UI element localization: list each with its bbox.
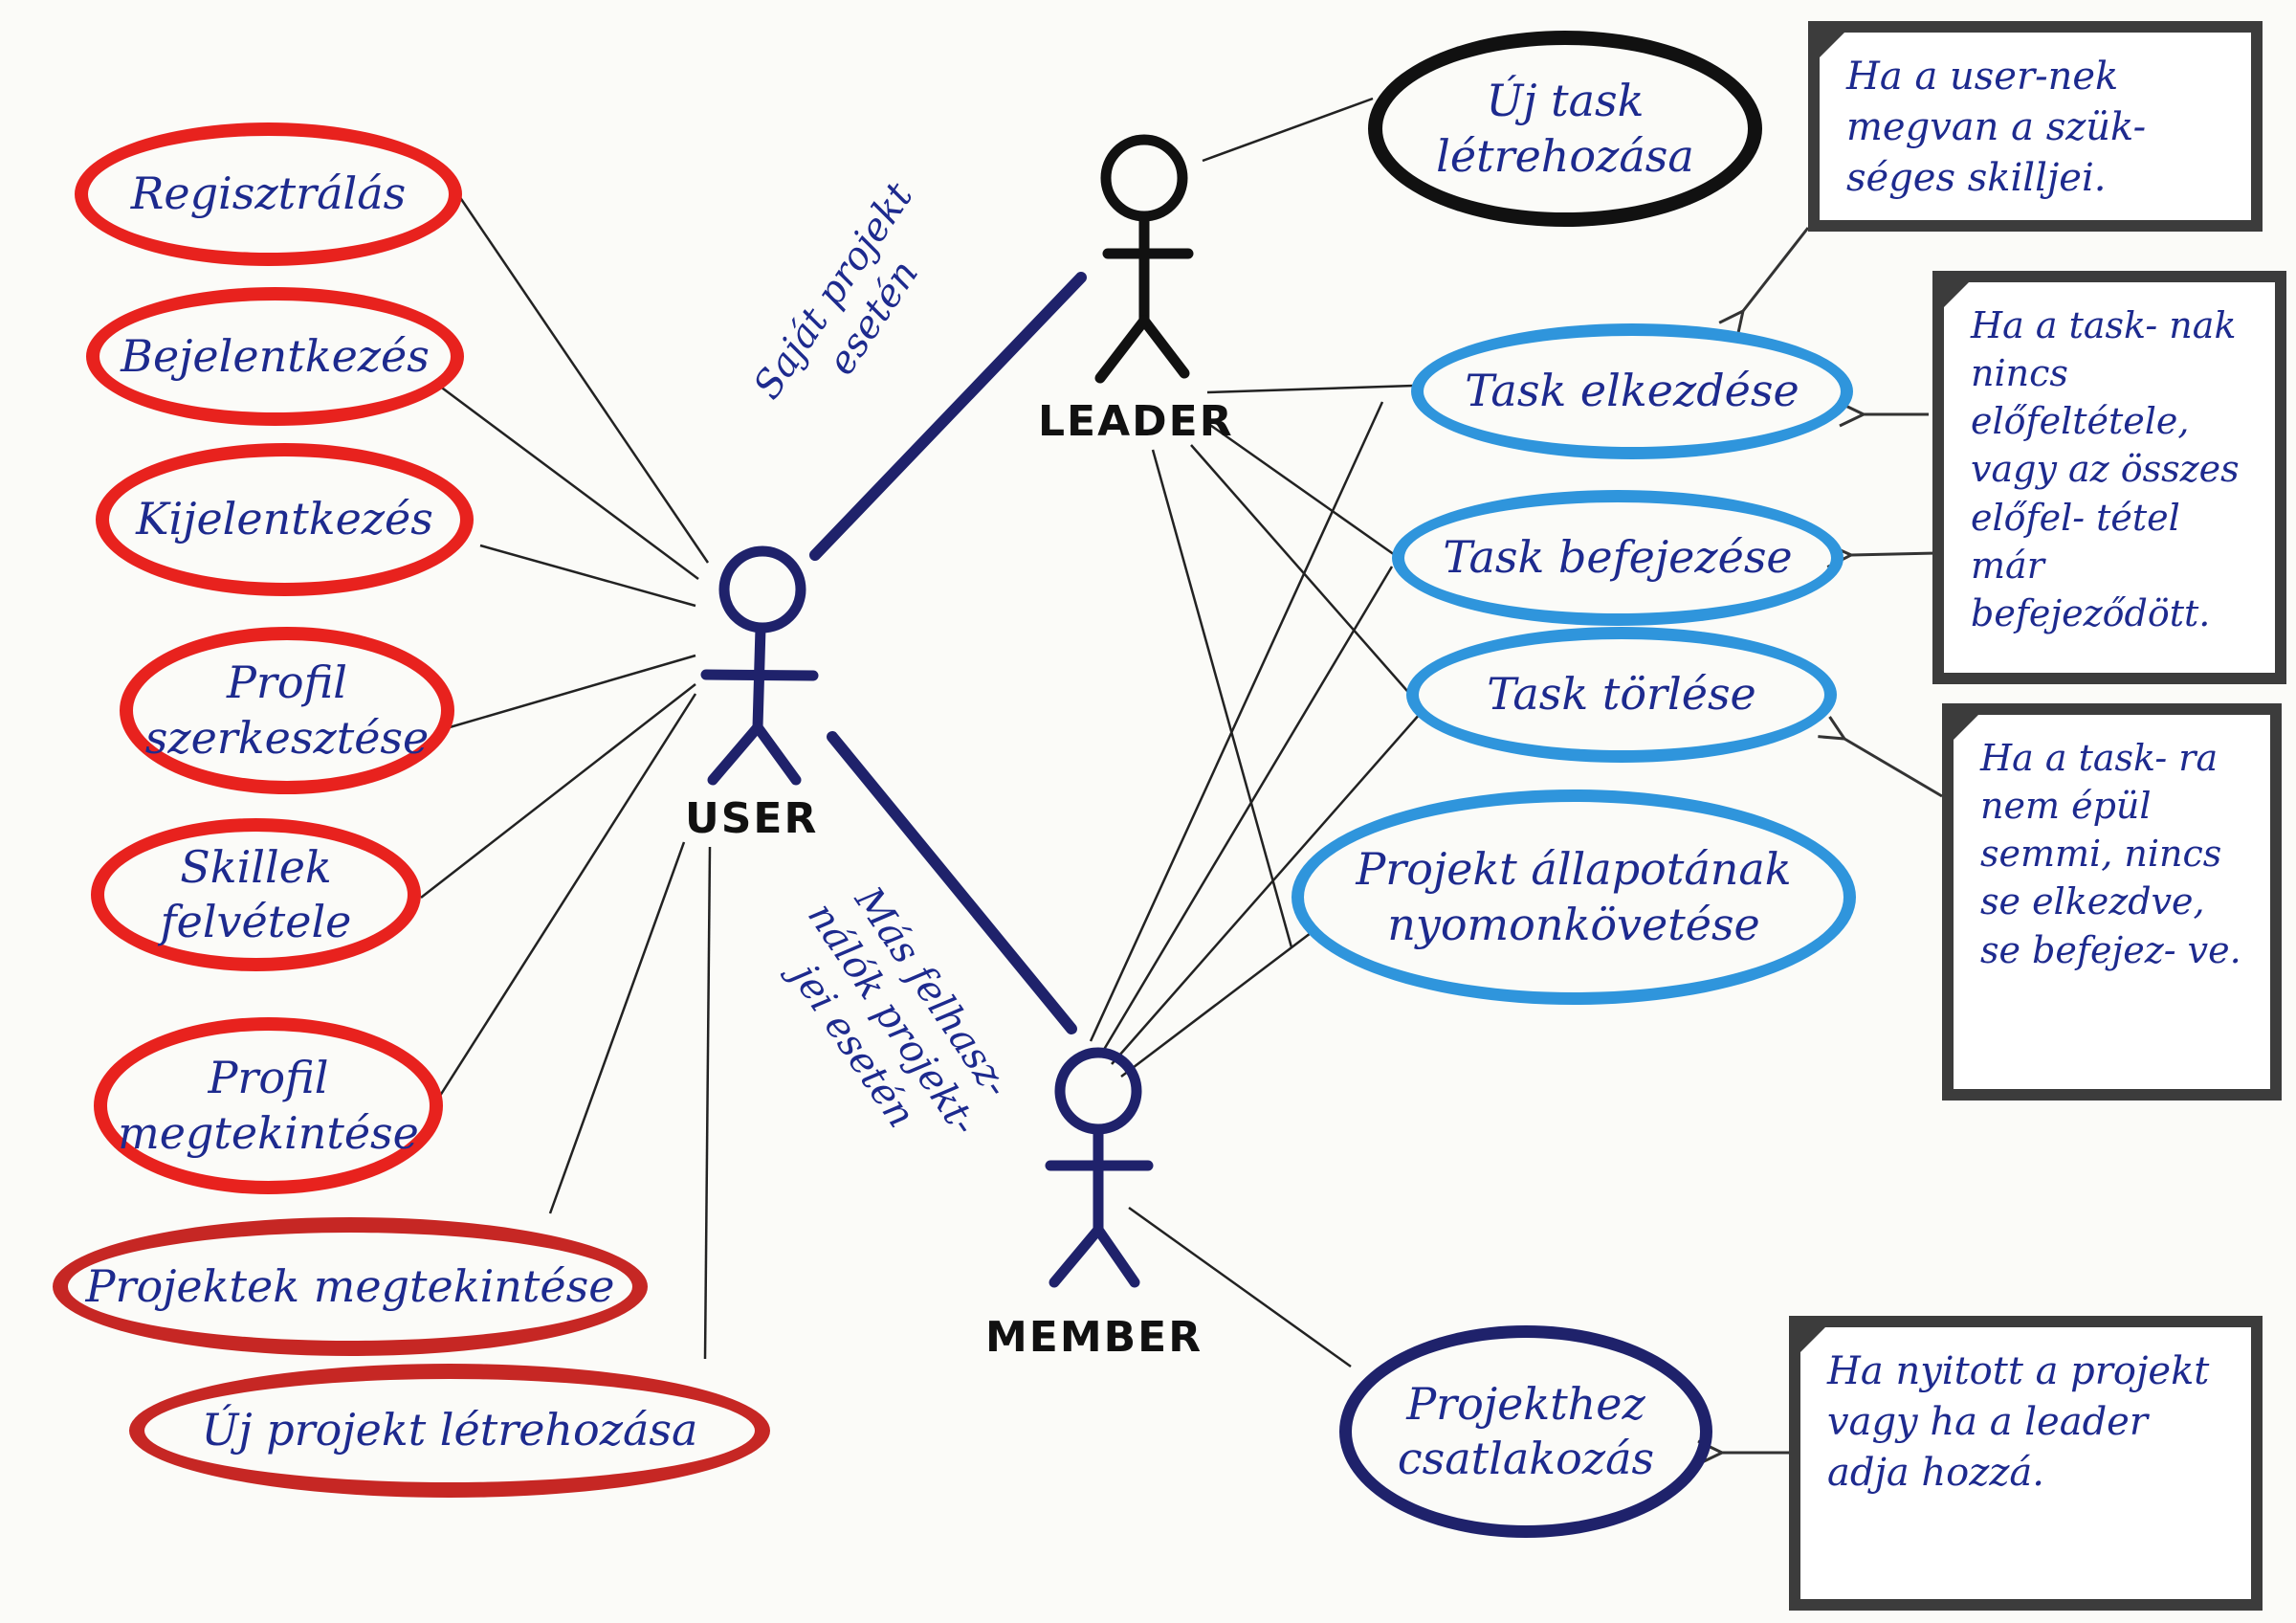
actor-leader-label: LEADER (1038, 397, 1234, 446)
actor-user-label: USER (685, 794, 819, 843)
actor-leader-figure (1094, 134, 1194, 384)
actor-member-label: MEMBER (985, 1313, 1203, 1362)
note-fold-icon (1944, 282, 1969, 307)
use-case-delete-task[interactable]: Task törlése (1406, 627, 1837, 763)
use-case-create-task[interactable]: Új task létrehozása (1368, 31, 1762, 227)
use-case-edit-profile[interactable]: Profil szerkesztése (120, 627, 454, 794)
leader-association-lines (1151, 97, 1415, 948)
use-case-view-projects[interactable]: Projektek megtekintése (53, 1217, 648, 1356)
actor-member-figure (1045, 1047, 1154, 1288)
note-fold-icon (1800, 1327, 1825, 1352)
use-case-login[interactable]: Bejelentkezés (86, 287, 464, 426)
generalization-lines (809, 272, 1087, 1034)
note-arrows (1722, 227, 1943, 1453)
use-case-add-skills[interactable]: Skillek felvétele (91, 818, 421, 971)
member-association-lines (1089, 401, 1422, 1368)
note-join-requirement: Ha a user-nek megvan a szük- séges skill… (1808, 21, 2263, 232)
note-start-task-condition: Ha a task- nak nincs előfeltétele, vagy … (1932, 271, 2286, 684)
note-delete-task-condition: Ha a task- ra nem épül semmi, nincs se e… (1942, 703, 2282, 1101)
use-case-join-project[interactable]: Projekthez csatlakozás (1339, 1325, 1712, 1538)
use-case-finish-task[interactable]: Task befejezése (1392, 490, 1843, 626)
use-case-create-project[interactable]: Új projekt létrehozása (129, 1364, 770, 1498)
note-fold-icon (1954, 715, 1978, 740)
use-case-logout[interactable]: Kijelentkezés (96, 443, 474, 596)
use-case-registration[interactable]: Regisztrálás (75, 122, 462, 266)
use-case-view-profile[interactable]: Profil megtekintése (94, 1017, 443, 1194)
user-association-lines (420, 192, 712, 1360)
actor-user-figure (700, 545, 819, 786)
note-fold-icon (1820, 33, 1844, 57)
use-case-start-task[interactable]: Task elkezdése (1411, 323, 1853, 459)
note-join-project-condition: Ha nyitott a projekt vagy ha a leader ad… (1789, 1316, 2263, 1611)
use-case-track-project-status[interactable]: Projekt állapotának nyomonkövetése (1292, 789, 1856, 1005)
